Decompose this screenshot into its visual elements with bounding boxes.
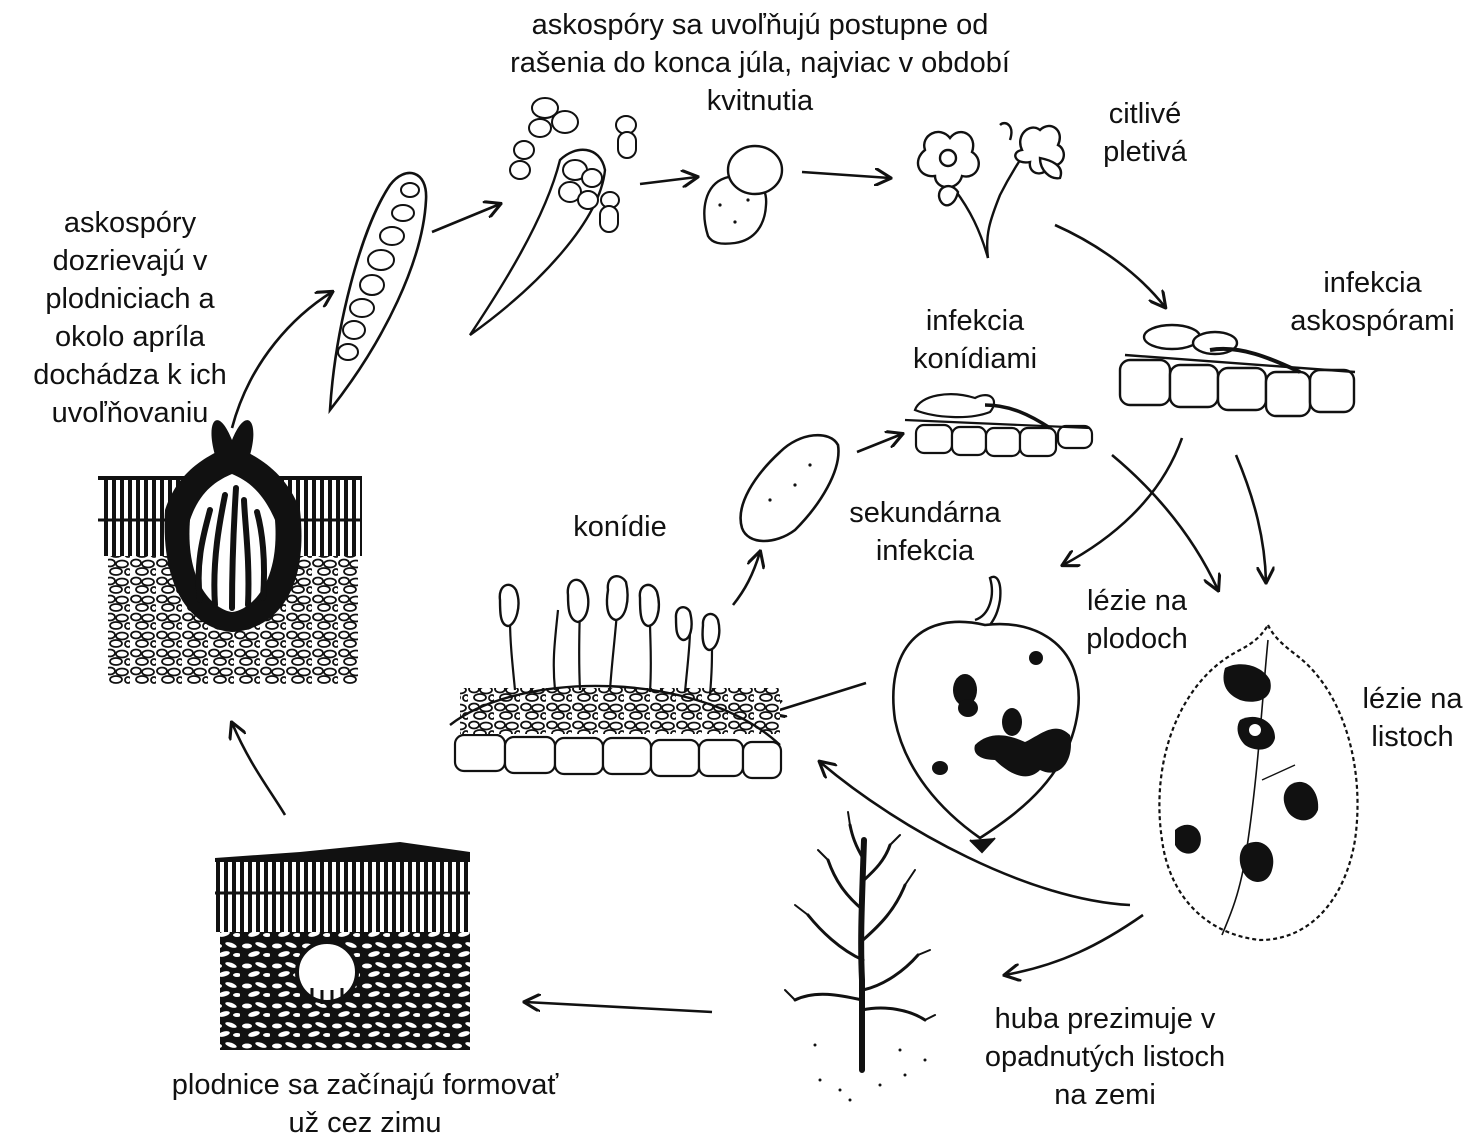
arrow-ascus-to-discharge (432, 204, 500, 232)
arrow-ascoinfection-to-leaf (1236, 455, 1266, 582)
blossom-icon (918, 123, 1064, 258)
arrow-conidium-to-conidiainfection (857, 434, 902, 452)
arrow-leaves-to-overwinter (1005, 915, 1143, 975)
bare-tree-icon (785, 812, 935, 1102)
conidiophores-icon (450, 576, 781, 778)
label-conidia-infection: infekcia konídiami (885, 302, 1065, 378)
ascospore-icon (704, 146, 782, 244)
label-susceptible-tissue: citlivé pletivá (1075, 95, 1215, 171)
arrow-spore-to-blossom (802, 172, 890, 178)
fruit-lesion-icon (893, 577, 1078, 852)
arrow-overwinter-to-fruitbody (525, 1002, 712, 1012)
label-conidia: konídie (550, 508, 690, 546)
arrow-conidiophores-to-conidium (733, 552, 760, 605)
label-fruitbody-formation: plodnice sa začínajú formovať už cez zim… (130, 1066, 600, 1142)
pseudothecium-icon (98, 420, 362, 684)
arrow-discharge-to-spore (640, 177, 697, 184)
arrow-ascoinfection-to-fruit (1063, 438, 1182, 565)
ascus-icon (330, 173, 426, 410)
label-leaf-lesions: lézie na listoch (1345, 680, 1480, 756)
winter-fruitbody-icon (215, 842, 470, 1050)
arrow-blossom-to-ascospore-infection (1055, 225, 1165, 307)
label-fruit-lesions: lézie na plodoch (1062, 582, 1212, 658)
leaf-lesion-icon (1159, 625, 1357, 940)
leaf-infection-conidia-icon (905, 394, 1092, 456)
label-ascospore-infection: infekcia askospórami (1270, 264, 1475, 340)
arrow-fruitbody-to-pseudothecium (232, 723, 285, 815)
label-secondary-infection: sekundárna infekcia (830, 494, 1020, 570)
conidium-icon (741, 435, 839, 541)
arrow-fruit-to-conidiophores (770, 683, 866, 713)
label-overwintering: huba prezimuje v opadnutých listoch na z… (955, 1000, 1255, 1114)
label-ascospore-maturation: askospóry dozrievajú v plodniciach a oko… (5, 204, 255, 432)
label-ascospore-release: askospóry sa uvoľňujú postupne od rašeni… (460, 6, 1060, 120)
discharging-ascus-icon (470, 98, 636, 335)
